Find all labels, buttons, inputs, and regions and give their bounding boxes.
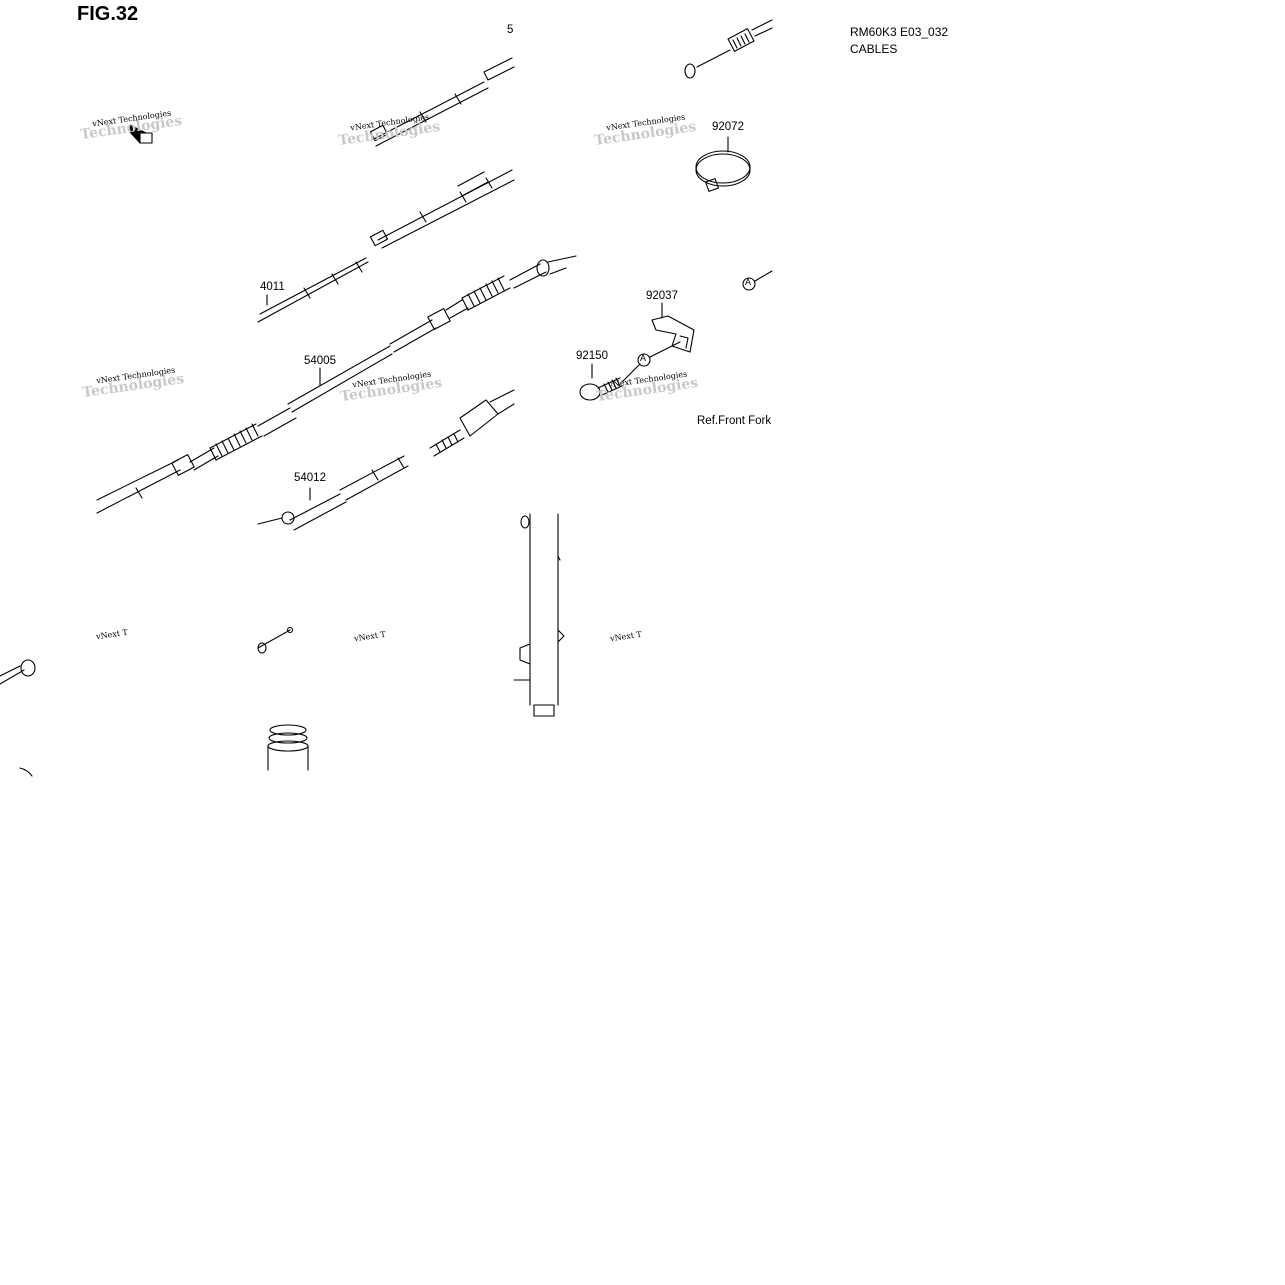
marker-circles	[637, 270, 773, 367]
upper-cable	[369, 57, 515, 147]
pictogram-icon	[129, 124, 153, 144]
part-label-54012: 54012	[294, 472, 326, 484]
part-label-92150: 92150	[576, 350, 608, 362]
clip-92037	[651, 302, 695, 353]
front-fork-tube	[513, 513, 565, 717]
part-label-92072: 92072	[712, 121, 744, 133]
model-code: RM60K3 E03_032	[850, 25, 949, 39]
part-label-5: 5	[507, 24, 514, 36]
clutch-bellows-lower	[209, 423, 263, 461]
clutch-cable-54005	[96, 255, 577, 514]
marker-a-lower: A	[640, 353, 647, 363]
dust-boot	[267, 724, 309, 771]
brake-cable-54012	[257, 389, 515, 531]
figure-title: FIG.32	[77, 3, 139, 25]
clamp-band-92072	[695, 136, 751, 192]
bolt-92150	[579, 363, 641, 401]
model-info: RM60K3 E03_032 CABLES	[850, 24, 948, 58]
part-label-92037: 92037	[646, 290, 678, 302]
section-name: CABLES	[850, 42, 898, 56]
small-cable-end	[257, 626, 294, 654]
second-cable	[369, 169, 515, 249]
ref-front-fork: Ref.Front Fork	[697, 415, 772, 427]
part-label-54005: 54005	[304, 355, 336, 367]
cable-4011	[257, 257, 369, 323]
marker-a-upper: A	[745, 277, 752, 287]
left-cable-end	[0, 659, 36, 777]
part-label-4011: 4011	[260, 281, 285, 293]
throttle-cable-end	[684, 19, 773, 79]
clutch-bellows-upper	[461, 275, 511, 311]
